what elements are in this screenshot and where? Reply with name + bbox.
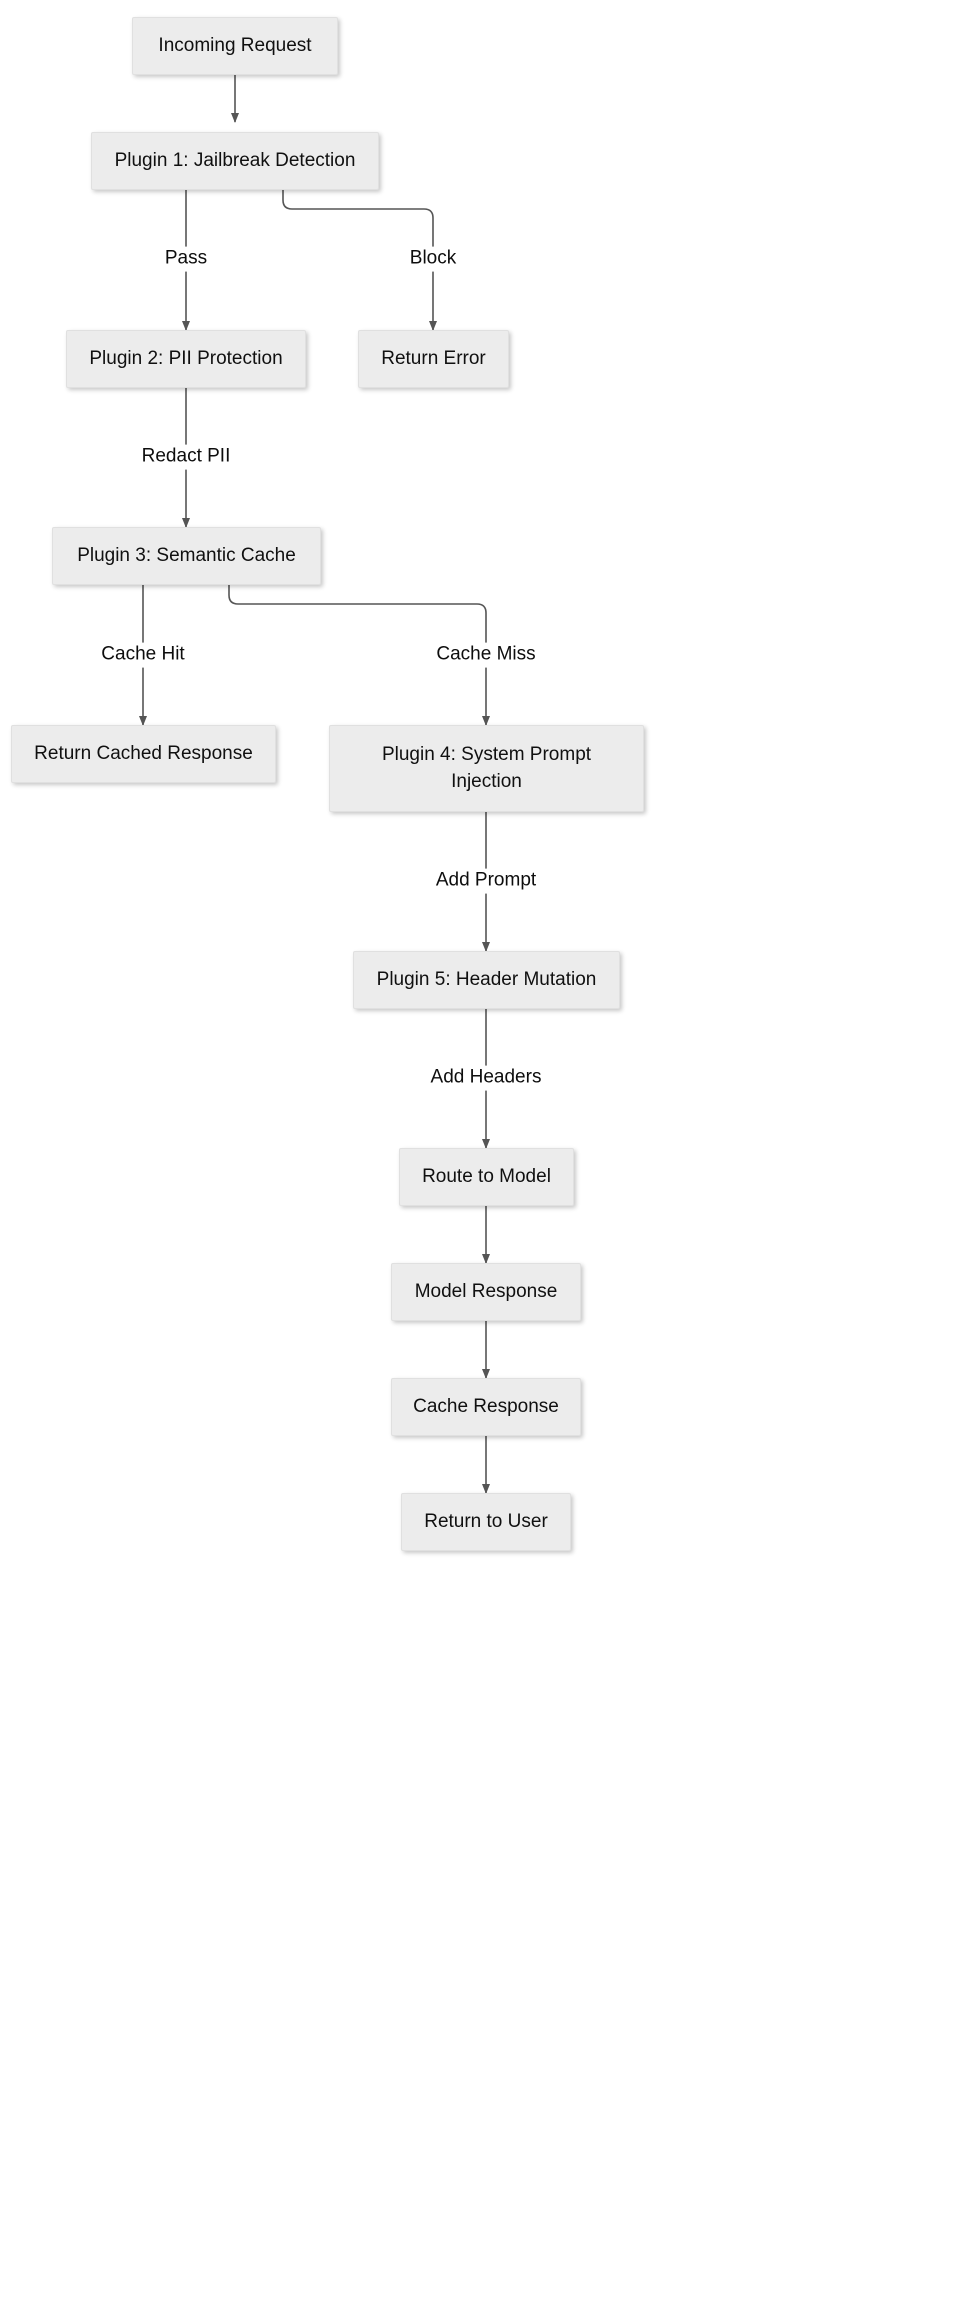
node-label: Incoming Request xyxy=(158,34,312,56)
edge-label-add-prompt: Add Prompt xyxy=(430,868,542,894)
node-plugin4-system-prompt-injection[interactable]: Plugin 4: System Prompt Injection xyxy=(329,725,644,812)
edge-label-pass: Pass xyxy=(159,246,213,272)
node-plugin3-semantic-cache[interactable]: Plugin 3: Semantic Cache xyxy=(52,527,321,585)
node-label: Plugin 1: Jailbreak Detection xyxy=(114,149,356,171)
edge-label-add-headers: Add Headers xyxy=(425,1065,547,1091)
node-label: Plugin 4: System Prompt Injection xyxy=(381,743,592,792)
node-model-response[interactable]: Model Response xyxy=(391,1263,581,1321)
node-incoming-request[interactable]: Incoming Request xyxy=(132,17,338,75)
node-plugin2-pii-protection[interactable]: Plugin 2: PII Protection xyxy=(66,330,306,388)
node-plugin1-jailbreak-detection[interactable]: Plugin 1: Jailbreak Detection xyxy=(91,132,379,190)
edge-label-cache-miss: Cache Miss xyxy=(431,642,541,668)
node-label: Return Error xyxy=(381,347,486,369)
node-label: Route to Model xyxy=(422,1165,551,1187)
node-label: Plugin 2: PII Protection xyxy=(89,347,283,369)
node-label: Plugin 5: Header Mutation xyxy=(376,968,597,990)
node-label: Model Response xyxy=(414,1280,558,1302)
node-label: Plugin 3: Semantic Cache xyxy=(77,544,296,566)
node-plugin5-header-mutation[interactable]: Plugin 5: Header Mutation xyxy=(353,951,620,1009)
node-cache-response[interactable]: Cache Response xyxy=(391,1378,581,1436)
node-label: Return Cached Response xyxy=(34,742,253,764)
edge-label-block: Block xyxy=(404,246,462,272)
node-return-to-user[interactable]: Return to User xyxy=(401,1493,571,1551)
node-route-to-model[interactable]: Route to Model xyxy=(399,1148,574,1206)
node-return-error[interactable]: Return Error xyxy=(358,330,509,388)
edge-label-cache-hit: Cache Hit xyxy=(96,642,190,668)
node-label: Return to User xyxy=(424,1510,548,1532)
edge-label-redact-pii: Redact PII xyxy=(136,444,236,470)
node-label: Cache Response xyxy=(413,1395,559,1417)
node-return-cached-response[interactable]: Return Cached Response xyxy=(11,725,276,783)
